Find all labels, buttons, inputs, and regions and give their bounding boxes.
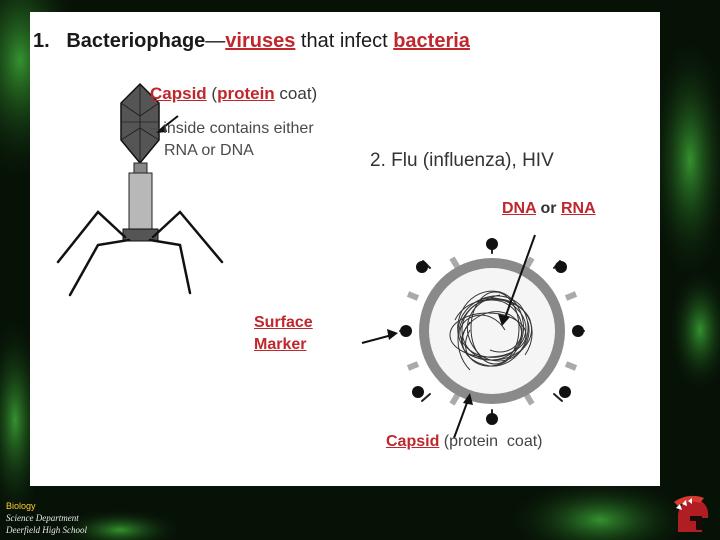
capsid-open-paren: ( — [206, 84, 218, 103]
title-viruses: viruses — [225, 30, 296, 52]
rna-word: RNA — [560, 200, 596, 217]
capsid-coat: coat) — [274, 84, 318, 103]
surface-marker-label: Surface Marker — [254, 312, 313, 356]
capsid-word: Capsid — [150, 84, 207, 103]
capsid-note-line1: – inside contains either — [150, 120, 314, 137]
title-bacteriophage: Bacteriophage — [66, 30, 206, 52]
influenza-hiv-illustration — [399, 238, 585, 425]
or-word: or — [536, 200, 561, 217]
surface-marker-line1: Surface — [254, 314, 313, 331]
surface-marker-line2: Marker — [254, 336, 307, 353]
genome-label: DNA or RNA — [502, 200, 596, 218]
capsid-bottom-word: Capsid — [386, 433, 440, 450]
dna-word: DNA — [502, 200, 537, 217]
surface-marker-arrow — [361, 329, 398, 344]
capsid-note: – inside contains either RNA or DNA — [150, 118, 314, 162]
flu-hiv-label: 2. Flu (influenza), HIV — [370, 150, 554, 171]
capsid-bottom-rest: (protein coat) — [439, 433, 543, 450]
slide-title: 1. Bacteriophage—viruses that infect bac… — [33, 30, 470, 53]
bacteriophage-illustration — [56, 82, 224, 297]
title-that-infect: that infect — [295, 30, 394, 52]
phage-capsid-label: Capsid (protein coat) — [150, 84, 317, 104]
title-bacteria: bacteria — [393, 30, 470, 52]
protein-word: protein — [217, 84, 275, 103]
flu-capsid-label: Capsid (protein coat) — [386, 433, 543, 451]
spartan-helmet-logo — [674, 495, 709, 532]
capsid-note-line2: RNA or DNA — [164, 142, 254, 159]
slide-footer: Biology Science Department Deerfield Hig… — [6, 500, 87, 536]
title-dash: — — [205, 30, 226, 52]
genome-arrow — [498, 234, 536, 326]
capsid-arrow — [156, 115, 179, 133]
capsid-bottom-arrow — [453, 393, 473, 439]
footer-course: Biology — [6, 501, 36, 511]
title-number: 1. — [33, 30, 50, 52]
footer-school: Deerfield High School — [6, 525, 87, 535]
footer-department: Science Department — [6, 513, 79, 523]
